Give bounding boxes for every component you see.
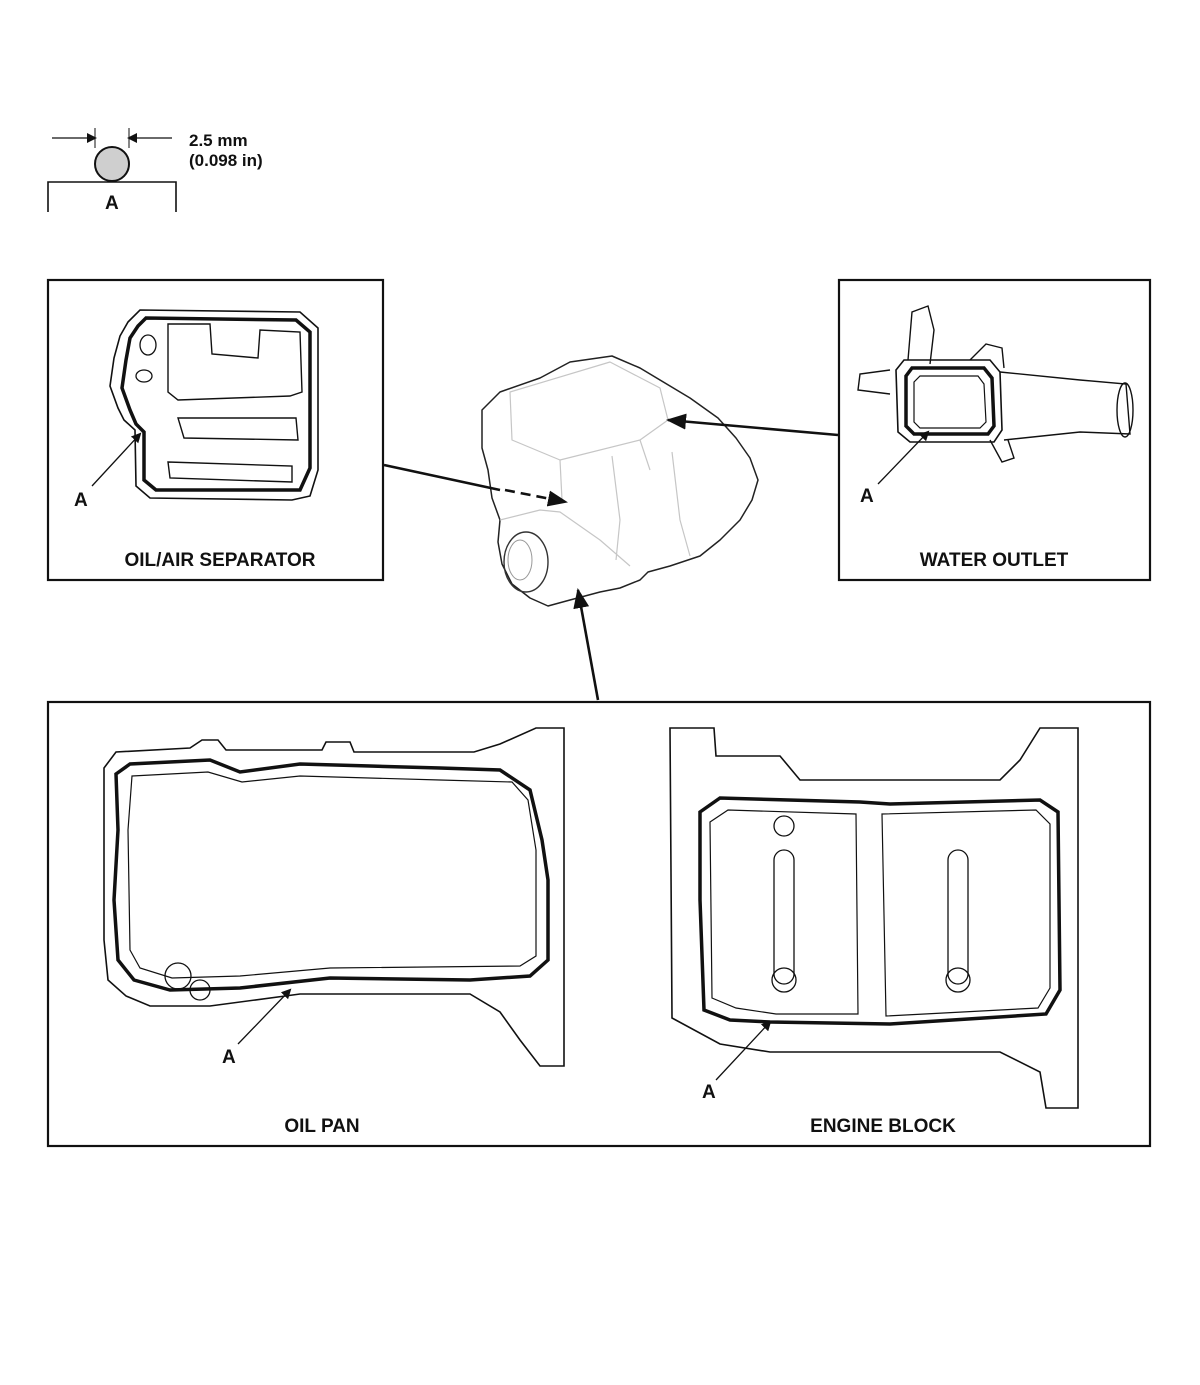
engine-block-deck (669, 727, 1079, 1109)
oil-pan-flange (103, 727, 565, 1067)
separator-sealant-bead (120, 316, 312, 492)
panel-oil-air-separator: A OIL/AIR SEPARATOR (46, 278, 385, 582)
engine-block-callout-a: A (702, 1082, 716, 1103)
panel-frame (46, 278, 385, 582)
engine-pulley-hub (507, 539, 533, 581)
outlet-callout-leader (877, 430, 930, 485)
engine-block-caption: ENGINE BLOCK (810, 1116, 956, 1137)
engine-block-callout-leader (715, 1020, 772, 1081)
engine-outline (481, 355, 759, 607)
outlet-sealant-bead (904, 366, 996, 436)
outlet-opening (913, 375, 987, 429)
location-leaders (383, 413, 839, 701)
engine-pulley (503, 531, 549, 593)
separator-caption: OIL/AIR SEPARATOR (124, 550, 315, 571)
separator-callout-leader (91, 432, 142, 487)
oil-pan-inner-edge (127, 771, 537, 979)
oil-pan-drain-boss (164, 962, 192, 990)
panel-frame (46, 700, 1152, 1148)
outlet-caption: WATER OUTLET (920, 550, 1069, 571)
engine-block-main-cap-1 (773, 849, 795, 985)
engine-block-bolt-boss-3 (945, 967, 971, 993)
leader-water-outlet (666, 413, 839, 437)
dimension-in: (0.098 in) (189, 151, 263, 170)
outlet-boss (969, 343, 1005, 369)
separator-channel-3 (167, 461, 293, 483)
separator-callout-a: A (74, 490, 88, 511)
outlet-nipple (989, 439, 1015, 463)
panel-frame (837, 278, 1152, 582)
engine-block-illustration: A ENGINE BLOCK (669, 727, 1079, 1137)
oil-pan-callout-a: A (222, 1047, 236, 1068)
oil-pan-illustration: A OIL PAN (103, 727, 565, 1137)
separator-port (139, 334, 157, 356)
engine-assembly-illustration (481, 355, 759, 607)
oil-pan-callout-leader (237, 988, 292, 1045)
separator-channel-2 (177, 417, 299, 441)
oil-pan-drain-boss-2 (189, 979, 211, 1001)
separator-channel-1 (167, 323, 303, 401)
engine-block-bolt-boss-2 (771, 967, 797, 993)
oil-pan-sealant-bead (112, 758, 550, 992)
engine-detail-lower (499, 509, 631, 567)
outlet-pipe-end (1116, 382, 1134, 438)
dimension-mm: 2.5 mm (189, 131, 248, 150)
leader-separator-hidden (504, 488, 568, 507)
outlet-pipe (999, 371, 1131, 441)
engine-block-bay-left (709, 809, 859, 1015)
separator-body (109, 309, 319, 501)
oil-pan-caption: OIL PAN (284, 1116, 359, 1137)
engine-block-bolt-boss (773, 815, 795, 837)
engine-detail-lines (559, 439, 691, 561)
outlet-callout-a: A (860, 486, 874, 507)
panel-water-outlet: A WATER OUTLET (837, 278, 1152, 582)
panel-oil-pan-engine-block: A OIL PAN A ENGINE BLOCK (46, 700, 1152, 1148)
outlet-flange (895, 359, 1003, 443)
engine-head-cover (509, 361, 669, 461)
leader-separator (383, 463, 501, 492)
bead-callout-a: A (105, 193, 119, 214)
engine-block-main-cap-2 (947, 849, 969, 985)
engine-block-sealant-bead (698, 796, 1062, 1026)
outlet-mounting-ear (907, 305, 935, 365)
bead-size-legend: 2.5 mm (0.098 in) A (47, 128, 263, 214)
engine-block-bay-right (881, 809, 1051, 1017)
separator-port-2 (135, 369, 153, 383)
leader-oil-pan (573, 588, 600, 701)
sealant-bead (94, 146, 130, 182)
outlet-side-port (857, 369, 891, 395)
